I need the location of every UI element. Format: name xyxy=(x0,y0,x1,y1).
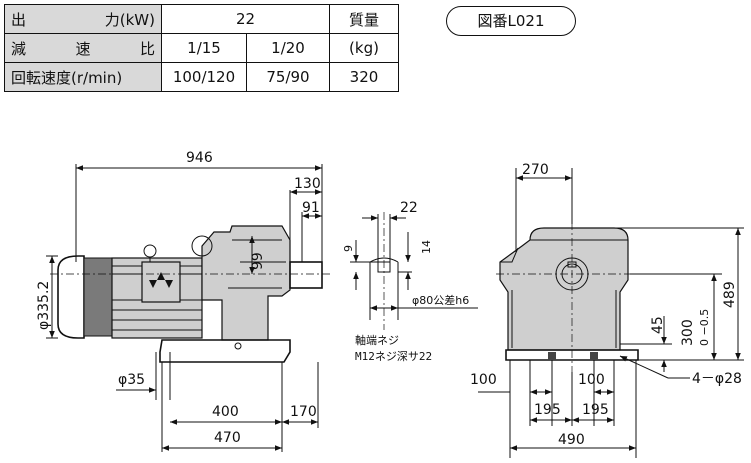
output-shaft xyxy=(289,261,323,289)
maker-logo xyxy=(149,272,173,288)
oil-plug xyxy=(191,235,213,257)
dim-foot-45: 45 xyxy=(650,316,666,334)
dim-shaft-diameter: φ80公差h6 xyxy=(412,293,469,307)
dim-key-9: 9 xyxy=(342,245,355,252)
speed-label: 回転速度(r/min) xyxy=(4,62,162,92)
dim-shaft-130: 130 xyxy=(294,176,321,192)
eye-bolt xyxy=(143,244,157,258)
motor-endcap xyxy=(57,255,85,339)
dim-width-270: 270 xyxy=(522,162,549,178)
gearbox-front xyxy=(499,227,629,351)
base-plate xyxy=(159,339,291,363)
output-label: 出力(kW) xyxy=(4,4,162,34)
dim-foot-100-left: 100 xyxy=(470,372,497,388)
front-view-dimensions: 270 489 300 0 −0.5 45 4－φ28 100 100 195 … xyxy=(470,162,744,458)
dim-shaft-91: 91 xyxy=(302,200,320,216)
figure-number: 図番L021 xyxy=(446,6,576,36)
side-view-dimensions: 946 130 91 99 φ335.2 φ35 400 170 470 xyxy=(36,150,323,452)
dim-base-400: 400 xyxy=(212,404,239,420)
dim-base-170: 170 xyxy=(290,404,317,420)
speed-value-2: 75/90 xyxy=(246,62,330,92)
ratio-value-1: 1/15 xyxy=(161,33,247,63)
dim-key-14: 14 xyxy=(420,240,433,254)
terminal-box xyxy=(141,261,181,303)
gearbox-housing xyxy=(201,225,291,341)
side-view xyxy=(50,225,330,363)
screw-note-line1: 軸端ネジ xyxy=(355,333,399,347)
dim-key-22: 22 xyxy=(400,200,418,216)
dim-center-tolerance: 0 −0.5 xyxy=(698,309,711,346)
ratio-value-2: 1/20 xyxy=(246,33,330,63)
mass-value: 320 xyxy=(329,62,399,92)
dim-foot-195-left: 195 xyxy=(534,402,561,418)
dim-motor-diameter: φ335.2 xyxy=(36,281,52,330)
dim-hole-note: 4－φ28 xyxy=(692,371,742,387)
dim-bolt-diameter: φ35 xyxy=(118,372,145,388)
screw-note-line2: M12ネジ深サ22 xyxy=(355,350,432,363)
shaft-detail: 22 9 14 φ80公差h6 軸端ネジ M12ネジ深サ22 xyxy=(342,200,478,363)
dim-height-99: 99 xyxy=(250,252,266,270)
dim-height-489: 489 xyxy=(722,281,738,308)
dim-center-height: 300 xyxy=(680,319,696,346)
dim-foot-195-right: 195 xyxy=(582,402,609,418)
spec-table: 出力(kW) 22 質量 減速比 1/15 1/20 (kg) 回転速度(r/m… xyxy=(4,4,399,92)
ratio-label: 減速比 xyxy=(4,33,162,63)
dim-foot-100-right: 100 xyxy=(578,372,605,388)
dim-width-490: 490 xyxy=(558,432,585,448)
speed-value-1: 100/120 xyxy=(161,62,247,92)
front-view xyxy=(496,222,650,372)
dim-total-length: 946 xyxy=(186,150,213,166)
dim-base-470: 470 xyxy=(214,430,241,446)
